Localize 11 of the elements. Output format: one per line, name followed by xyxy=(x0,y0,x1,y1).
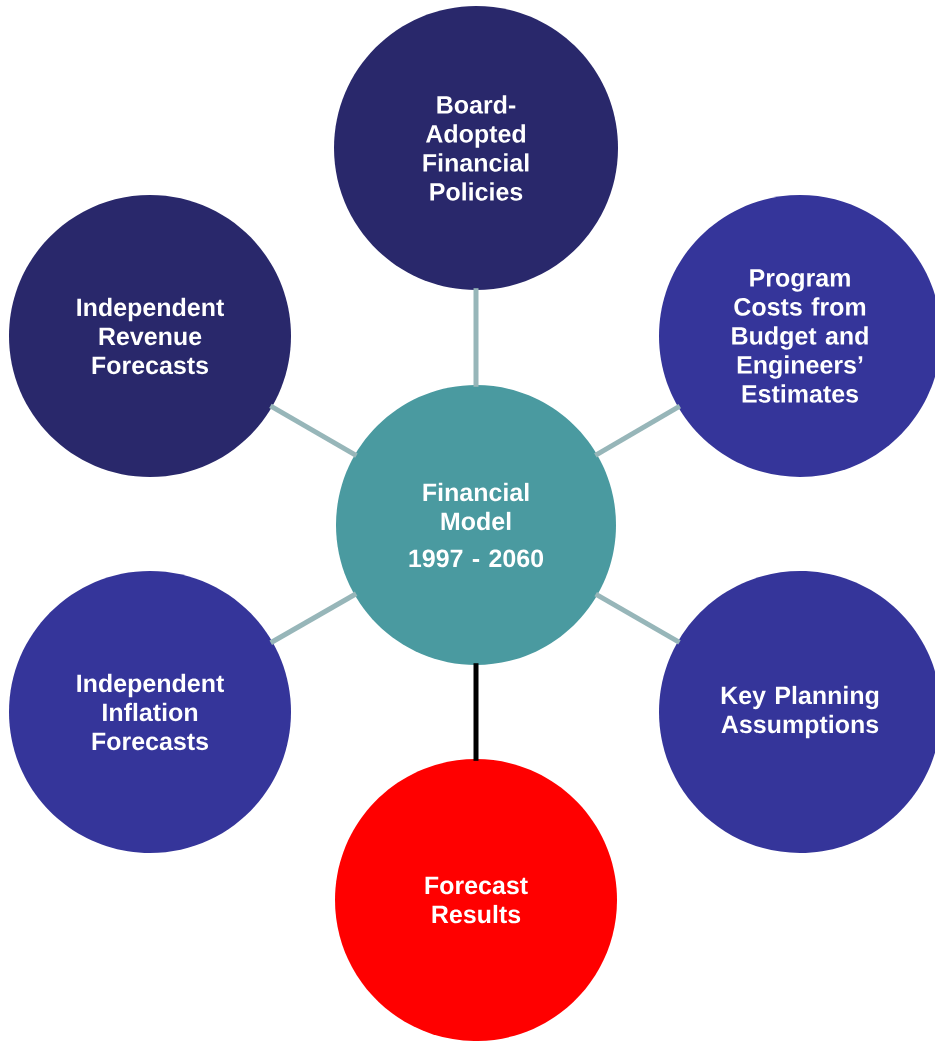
connector-line xyxy=(269,403,358,458)
connector-line xyxy=(269,591,358,645)
circle-node: Forecast Results xyxy=(335,759,617,1041)
circle-node: Financial Model 1997 - 2060 xyxy=(336,385,616,665)
connector-line xyxy=(594,591,681,645)
connector-line xyxy=(473,663,479,761)
circle-node: Board-Adopted Financial Policies xyxy=(334,6,618,290)
circle-node: Independent Inflation Forecasts xyxy=(9,571,291,853)
connector-line xyxy=(473,288,479,387)
circle-node: Independent Revenue Forecasts xyxy=(9,195,291,477)
connector-line xyxy=(594,403,682,458)
